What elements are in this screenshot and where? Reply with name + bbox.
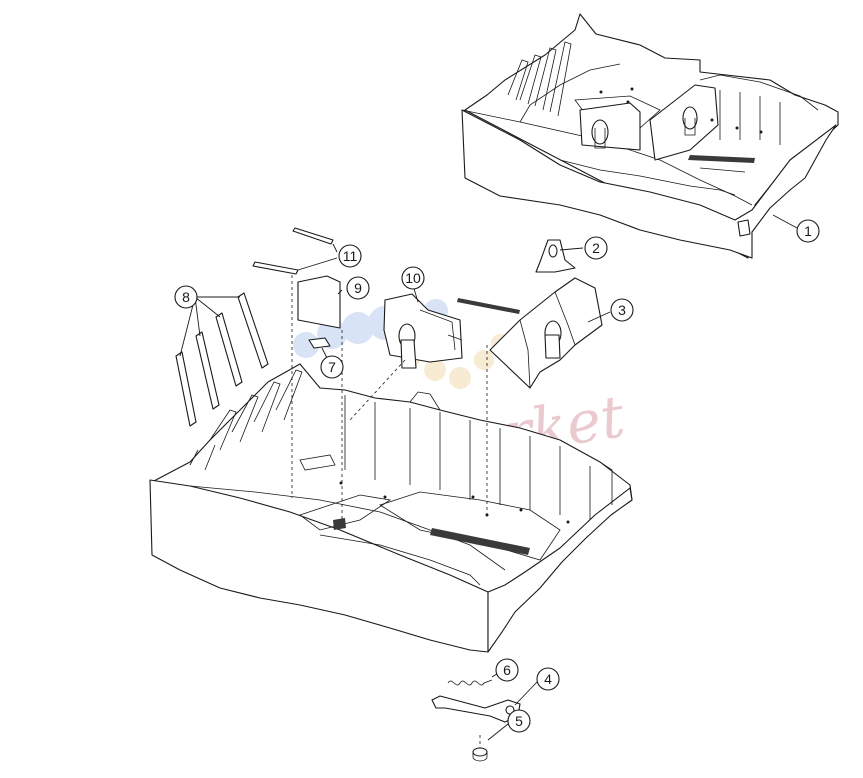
- callout-8-label: 8: [182, 289, 190, 305]
- leader-lines: [179, 214, 798, 741]
- plate-part-9: [297, 275, 341, 329]
- latch-part-2: [535, 239, 576, 273]
- callout-6-label: 6: [503, 662, 511, 678]
- callout-3: 3: [610, 298, 634, 322]
- callout-1-label: 1: [804, 223, 812, 239]
- callout-9-label: 9: [354, 280, 362, 296]
- foot-part-5: [472, 747, 488, 762]
- callout-7: 7: [320, 355, 344, 379]
- pad-part-7: [308, 337, 331, 349]
- lever-part-4: [431, 695, 521, 723]
- strip-part-11: [252, 227, 334, 275]
- callout-7-label: 7: [328, 359, 336, 375]
- side-guide-part-10: [383, 293, 463, 369]
- callout-11-label: 11: [343, 248, 358, 264]
- callout-4-label: 4: [544, 671, 552, 687]
- callout-10-label: 10: [405, 270, 421, 286]
- callout-9: 9: [346, 276, 370, 300]
- spring-part-6: [447, 679, 493, 686]
- callout-6: 6: [495, 658, 519, 682]
- callout-8: 8: [174, 285, 198, 309]
- callout-10: 10: [401, 266, 425, 290]
- tray-assembly-part-1: [461, 13, 839, 259]
- paper-tray-main: [149, 363, 633, 653]
- rear-guide-part-3: [457, 277, 603, 389]
- callout-5: 5: [507, 709, 531, 733]
- callout-2-label: 2: [592, 240, 600, 256]
- callout-5-label: 5: [515, 713, 523, 729]
- callout-1: 1: [796, 219, 820, 243]
- callout-2: 2: [584, 236, 608, 260]
- callout-4: 4: [536, 667, 560, 691]
- callout-11: 11: [338, 244, 362, 268]
- callout-3-label: 3: [618, 302, 626, 318]
